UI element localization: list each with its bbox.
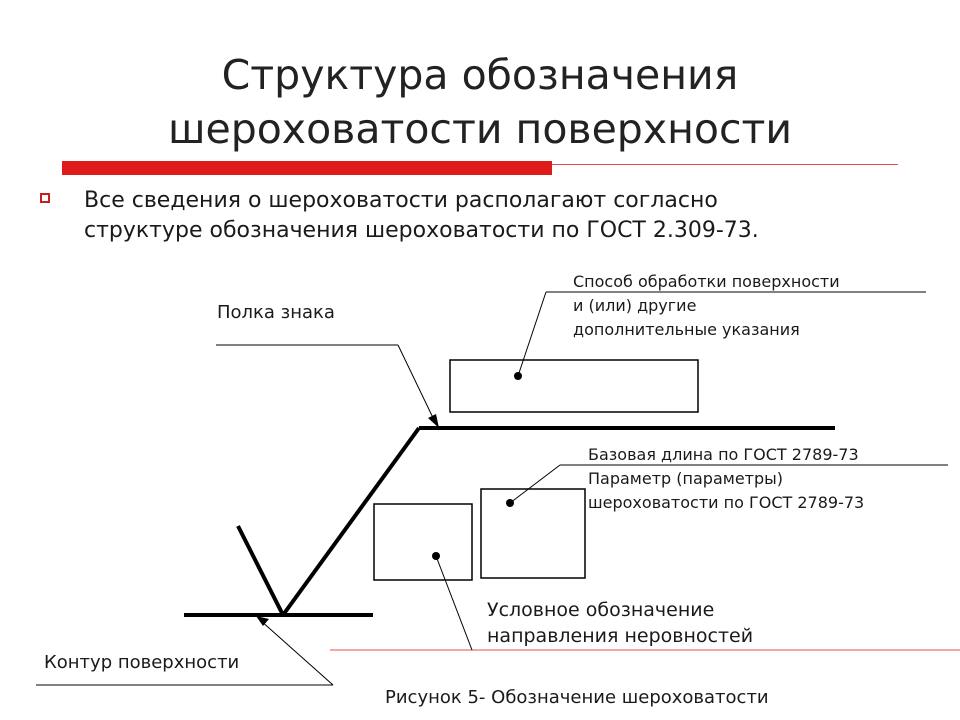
slide-title-line-2: шероховатости поверхности <box>167 105 793 153</box>
direction-box <box>373 503 473 581</box>
title-underline-red <box>62 161 552 175</box>
shelf-leader-arrowhead <box>428 414 439 428</box>
base-length-label-line-2: Параметр (параметры) <box>588 469 784 488</box>
contour-label: Контур поверхности <box>44 652 240 673</box>
method-label: Способ обработки поверхности и (или) дру… <box>573 270 840 342</box>
direction-leader-line <box>435 555 473 651</box>
slide-title: Структура обозначения шероховатости пове… <box>0 48 960 156</box>
symbol-short-leg <box>236 525 285 616</box>
direction-label: Условное обозначение направления неровно… <box>487 597 753 649</box>
base-length-label-line-3: шероховатости по ГОСТ 2789-73 <box>588 493 865 512</box>
base-length-label: Базовая длина по ГОСТ 2789-73 Параметр (… <box>588 443 864 515</box>
bullet-text-line-2: структуре обозначения шероховатости по Г… <box>84 218 759 243</box>
title-underline-thin <box>552 164 898 165</box>
bullet-square-icon <box>40 193 50 203</box>
method-label-line-1: Способ обработки поверхности <box>573 272 840 291</box>
contour-leader-arrowhead <box>256 616 269 626</box>
method-label-line-2: и (или) другие <box>573 296 697 315</box>
slide-title-line-1: Структура обозначения <box>221 51 739 99</box>
contour-leader-line <box>259 619 334 686</box>
direction-label-line-2: направления неровностей <box>487 625 754 647</box>
direction-label-line-1: Условное обозначение <box>487 599 715 621</box>
parameter-leader-line <box>509 464 561 504</box>
bullet-text: Все сведения о шероховатости располагают… <box>84 186 759 246</box>
method-leader-line <box>517 291 547 377</box>
bullet-text-line-1: Все сведения о шероховатости располагают… <box>84 188 718 213</box>
method-box <box>449 359 699 413</box>
base-length-label-line-1: Базовая длина по ГОСТ 2789-73 <box>588 445 859 464</box>
shelf-leader-line <box>397 344 437 425</box>
parameter-box <box>480 488 586 579</box>
method-label-line-3: дополнительные указания <box>573 320 800 339</box>
shelf-label: Полка знака <box>217 302 335 323</box>
figure-caption: Рисунок 5- Обозначение шероховатости <box>385 687 769 708</box>
symbol-long-leg <box>281 426 421 617</box>
